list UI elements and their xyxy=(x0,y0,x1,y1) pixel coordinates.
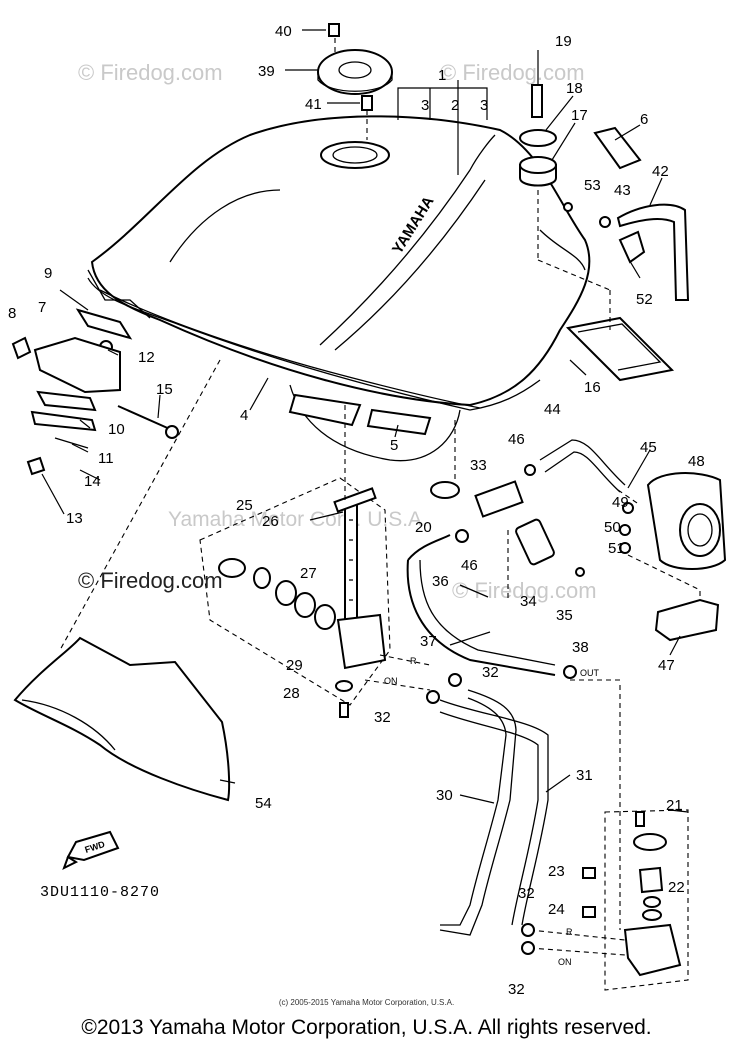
callout-25: 25 xyxy=(236,497,253,514)
callout-16: 16 xyxy=(584,379,601,396)
callout-14: 14 xyxy=(84,473,101,490)
callout-15: 15 xyxy=(156,381,173,398)
callout-48: 48 xyxy=(688,453,705,470)
callout-24: 24 xyxy=(548,901,565,918)
callout-28: 28 xyxy=(283,685,300,702)
callout-7: 7 xyxy=(38,299,46,316)
leader-lines xyxy=(41,29,689,813)
marker-on-left: ON xyxy=(384,676,398,686)
fwd-arrow-icon: FWD xyxy=(62,830,120,871)
callout-12: 12 xyxy=(138,349,155,366)
callout-45: 45 xyxy=(640,439,657,456)
callout-46a: 46 xyxy=(508,431,525,448)
callout-4: 4 xyxy=(240,407,248,424)
side-cover[interactable] xyxy=(13,636,231,802)
fuel-tank[interactable]: YAMAHA xyxy=(87,115,591,462)
callout-8: 8 xyxy=(8,305,16,322)
callout-3a: 3 xyxy=(421,97,429,114)
callout-18: 18 xyxy=(566,80,583,97)
callout-35: 35 xyxy=(556,607,573,624)
hose-clamps[interactable] xyxy=(426,665,577,955)
callout-36: 36 xyxy=(432,573,449,590)
callout-37: 37 xyxy=(420,633,437,650)
callout-10: 10 xyxy=(108,421,125,438)
watermark-firedog-mid-left: © Firedog.com xyxy=(78,568,223,593)
marker-r-left: R xyxy=(410,656,417,666)
callout-38: 38 xyxy=(572,639,589,656)
callout-54: 54 xyxy=(255,795,272,812)
fuel-hoses[interactable] xyxy=(406,439,626,936)
callout-39: 39 xyxy=(258,63,275,80)
copyright-notice: ©2013 Yamaha Motor Corporation, U.S.A. A… xyxy=(81,1016,652,1039)
callout-13: 13 xyxy=(66,510,83,527)
marker-r-right: R xyxy=(566,927,573,937)
callout-29: 29 xyxy=(286,657,303,674)
callout-23: 23 xyxy=(548,863,565,880)
guide-lines xyxy=(59,359,620,691)
callout-50: 50 xyxy=(604,519,621,536)
callout-33: 33 xyxy=(470,457,487,474)
callout-44: 44 xyxy=(544,401,561,418)
callout-3b: 3 xyxy=(480,97,488,114)
callout-21: 21 xyxy=(666,797,683,814)
callout-26: 26 xyxy=(262,513,279,530)
callout-1: 1 xyxy=(438,67,446,84)
callout-9: 9 xyxy=(44,265,52,282)
fuel-valve-assembly[interactable] xyxy=(529,685,689,991)
callout-2: 2 xyxy=(451,97,459,114)
fuel-filter[interactable] xyxy=(430,420,585,600)
callout-32a: 32 xyxy=(482,664,499,681)
callout-11: 11 xyxy=(98,450,114,467)
callout-46b: 46 xyxy=(461,557,478,574)
callout-19: 19 xyxy=(555,33,572,50)
callout-32b: 32 xyxy=(374,709,391,726)
callout-52: 52 xyxy=(636,291,653,308)
callout-labels: 40 39 41 1 3 2 3 19 18 17 6 53 43 42 52 … xyxy=(8,23,705,998)
callout-27: 27 xyxy=(300,565,317,582)
callout-5: 5 xyxy=(390,437,398,454)
part-code: 3DU1110-8270 xyxy=(40,884,161,901)
watermark-firedog-mid-right: © Firedog.com xyxy=(452,578,597,603)
callout-32d: 32 xyxy=(508,981,525,998)
callout-47: 47 xyxy=(658,657,675,674)
callout-31: 31 xyxy=(576,767,593,784)
callout-20: 20 xyxy=(415,519,432,536)
watermark-firedog-top-left: © Firedog.com xyxy=(78,60,223,85)
callout-17: 17 xyxy=(571,107,588,124)
vent-parts[interactable] xyxy=(519,84,690,382)
fuel-pump[interactable] xyxy=(617,472,727,642)
watermark-firedog-top-right: © Firedog.com xyxy=(440,60,585,85)
callout-32c: 32 xyxy=(518,885,535,902)
callout-40: 40 xyxy=(275,23,292,40)
small-copyright: (c) 2005-2015 Yamaha Motor Corporation, … xyxy=(278,998,455,1007)
callout-41: 41 xyxy=(305,96,322,113)
callout-42: 42 xyxy=(652,163,669,180)
flow-markers: ON R OUT R ON xyxy=(384,656,600,967)
fuel-cap[interactable] xyxy=(317,23,393,140)
fuel-cock[interactable] xyxy=(199,477,391,718)
mounting-brackets[interactable] xyxy=(11,308,179,476)
callout-51: 51 xyxy=(608,540,625,557)
callout-30: 30 xyxy=(436,787,453,804)
callout-53: 53 xyxy=(584,177,601,194)
callout-43: 43 xyxy=(614,182,631,199)
callout-34: 34 xyxy=(520,593,537,610)
callout-6: 6 xyxy=(640,111,648,128)
marker-out: OUT xyxy=(580,668,600,678)
marker-on-right: ON xyxy=(558,957,572,967)
callout-49: 49 xyxy=(612,494,629,511)
callout-22: 22 xyxy=(668,879,685,896)
